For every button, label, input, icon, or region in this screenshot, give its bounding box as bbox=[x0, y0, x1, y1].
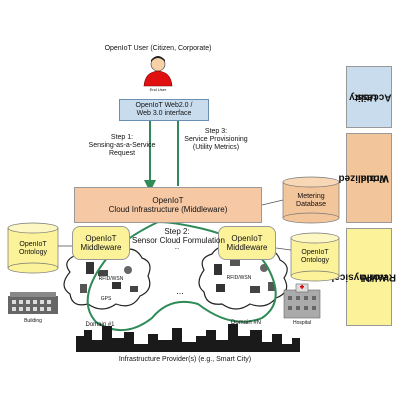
middleware-left-box[interactable]: OpenIoT Middleware bbox=[72, 226, 130, 260]
step1-label: Step 1: Sensing-as-a-Service Request bbox=[82, 134, 162, 158]
ontology-left-icon bbox=[7, 222, 59, 274]
ontology-right-icon bbox=[290, 232, 340, 282]
cloud-infrastructure-line1: OpenIoT bbox=[152, 196, 184, 205]
metering-database-label: Metering Database bbox=[283, 193, 339, 209]
middleware-right-line1: OpenIoT bbox=[231, 234, 263, 243]
rfid-left-label: RFID/WSN bbox=[98, 276, 124, 282]
ontology-left-label: OpenIoT Ontology bbox=[8, 241, 58, 257]
user-title: OpenIoT User (Citizen, Corporate) bbox=[104, 45, 212, 52]
step1-line1: Step 1: bbox=[110, 134, 134, 141]
step3-line3: (Utility Metrics) bbox=[192, 144, 240, 151]
web-interface-line2: Web 3.0 interface bbox=[136, 110, 192, 117]
middleware-left-line1: OpenIoT bbox=[85, 234, 117, 243]
cloud-infrastructure-line2: Cloud Infrastructure (Middleware) bbox=[108, 205, 228, 214]
infrastructure-provider-caption: Infrastructure Provider(s) (e.g., Smart … bbox=[118, 356, 252, 363]
step1-line3: Request bbox=[108, 150, 136, 157]
device-icons-left bbox=[80, 262, 138, 293]
metering-database-icon bbox=[282, 176, 340, 224]
hospital-icon bbox=[283, 283, 321, 319]
hospital-label: Hospital bbox=[292, 320, 312, 326]
step2-line2: Sensor Cloud Formulation bbox=[132, 236, 225, 245]
step3-label: Step 3: Service Provisioning (Utility Me… bbox=[176, 128, 256, 152]
middleware-right-line2: Middleware bbox=[226, 243, 268, 252]
user-caption: End User bbox=[149, 87, 167, 92]
ontology-right-line2: Ontology bbox=[300, 257, 330, 264]
middleware-right-box[interactable]: OpenIoT Middleware bbox=[218, 226, 276, 260]
domainN-label: Domain #N bbox=[230, 320, 261, 326]
metering-line2: Database bbox=[296, 201, 326, 208]
web-interface-line1: OpenIoT Web2.0 / bbox=[135, 102, 193, 109]
cloud-infrastructure-box[interactable]: OpenIoT Cloud Infrastructure (Middleware… bbox=[74, 187, 262, 223]
middleware-left-line2: Middleware bbox=[80, 243, 122, 252]
step3-line2: Service Provisioning bbox=[184, 136, 248, 143]
ontology-left-line1: OpenIoT bbox=[19, 241, 47, 248]
building-label: Building bbox=[24, 318, 42, 324]
rfid-right-label: RFID/WSN bbox=[226, 275, 252, 281]
ontology-right-line1: OpenIoT bbox=[301, 249, 329, 256]
step3-line1: Step 3: bbox=[204, 128, 228, 135]
ontology-right-label: OpenIoT Ontology bbox=[291, 249, 339, 265]
web-interface-box[interactable]: OpenIoT Web2.0 / Web 3.0 interface bbox=[119, 99, 209, 121]
ontology-left-line2: Ontology bbox=[18, 249, 48, 256]
step2-line1: Step 2: bbox=[164, 227, 190, 236]
step1-line2: Sensing-as-a-Service bbox=[88, 142, 156, 149]
metering-line1: Metering bbox=[297, 193, 325, 200]
metering-connector bbox=[261, 199, 284, 206]
city-skyline-icon bbox=[76, 324, 300, 352]
gps-left-label: GPS bbox=[100, 296, 112, 302]
building-icon bbox=[8, 292, 58, 314]
user-icon bbox=[143, 56, 173, 87]
ellipsis-label: ... bbox=[176, 286, 184, 296]
step2-line3: ... bbox=[174, 245, 180, 251]
domain1-label: Domain #1 bbox=[85, 322, 115, 328]
step2-label: Step 2: Sensor Cloud Formulation ... bbox=[132, 227, 225, 251]
